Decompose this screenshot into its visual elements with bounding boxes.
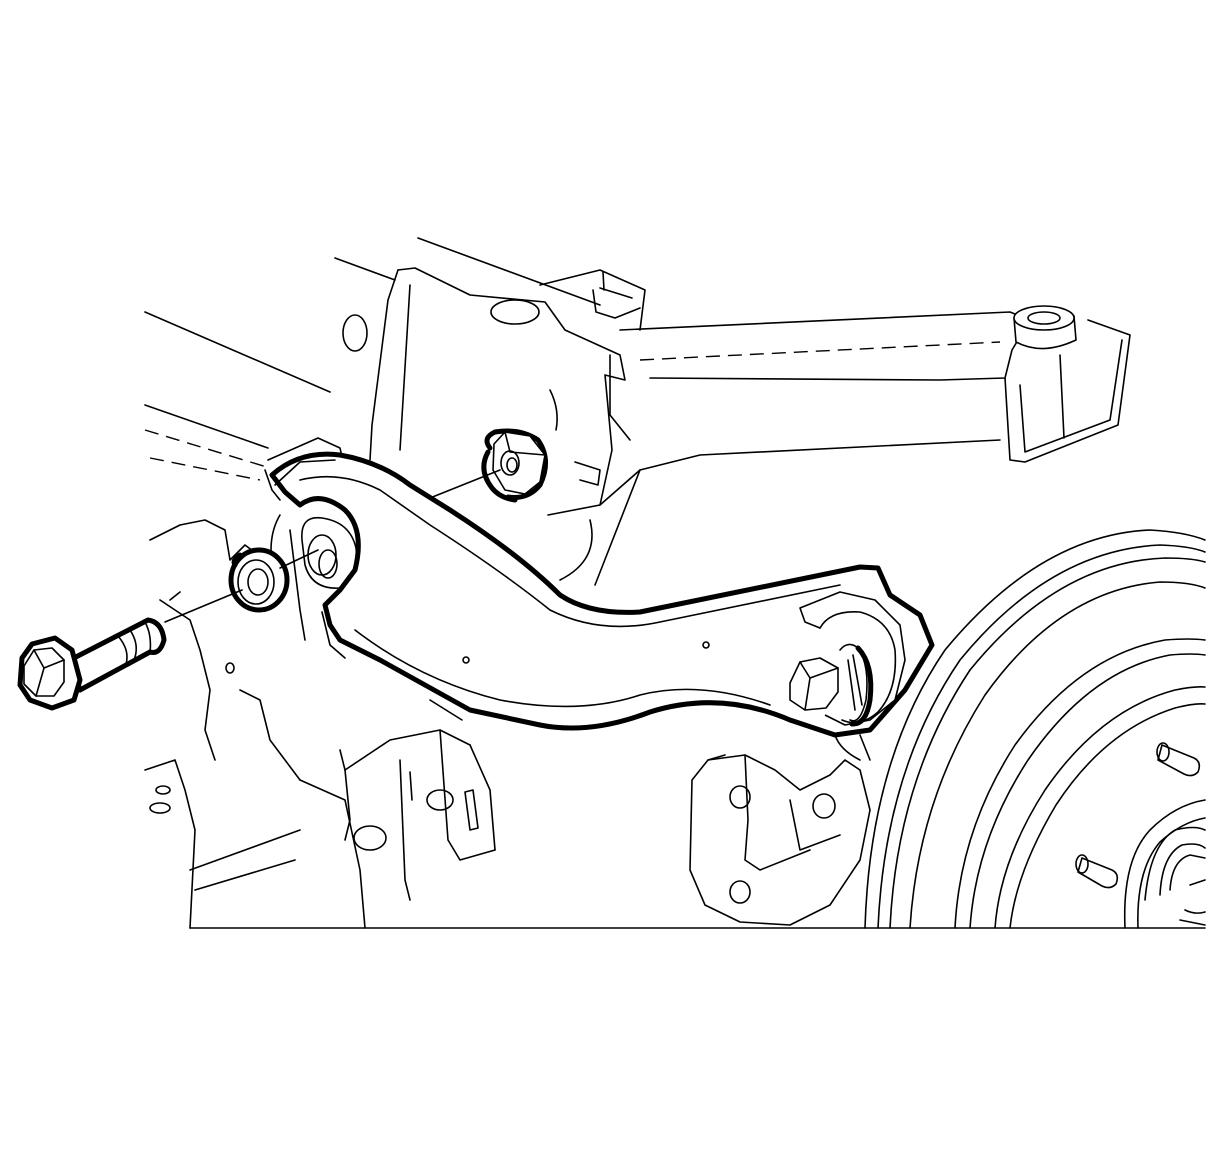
- nut-icon: [481, 428, 548, 503]
- assembly-axis-line: [164, 589, 243, 623]
- knuckle-icon: [689, 734, 871, 926]
- crossmember-icon: [144, 237, 1131, 586]
- mounting-bracket-icon: [144, 437, 496, 929]
- assembly-axis-line-2: [279, 549, 319, 569]
- suspension-arm-icon: [269, 451, 935, 738]
- washer-icon: [228, 547, 290, 613]
- axis-tick: [169, 591, 181, 601]
- assembly-axis-line-3: [429, 469, 501, 499]
- brake-drum-icon: [864, 529, 1206, 929]
- bolt-icon: [17, 617, 167, 711]
